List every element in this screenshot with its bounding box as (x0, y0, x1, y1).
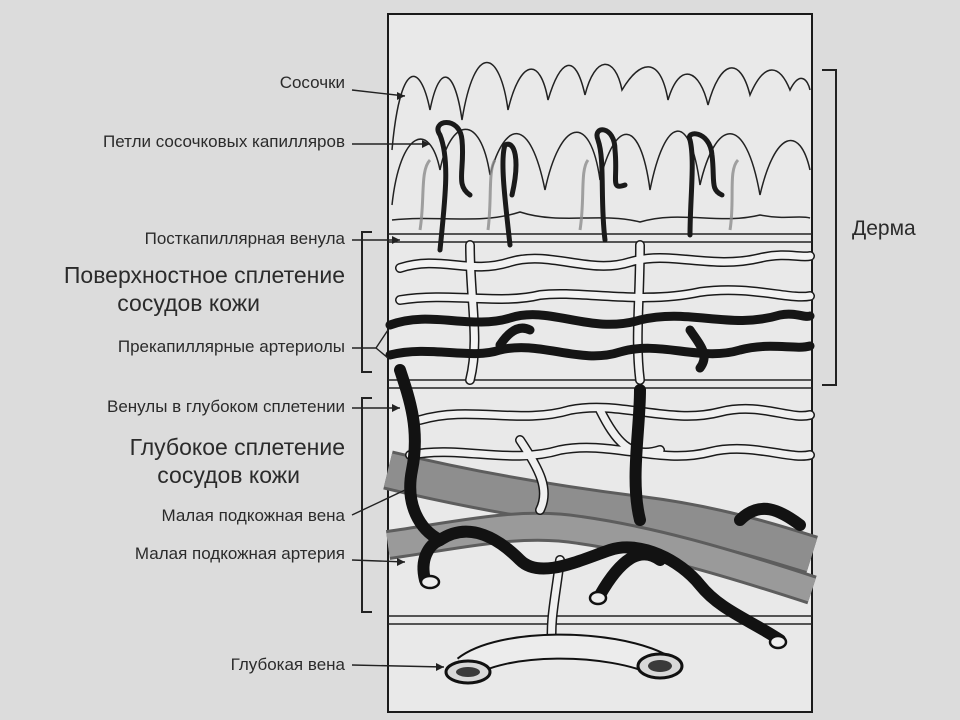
capillary-loops (435, 120, 725, 253)
superficial-plexus-arteries (385, 309, 815, 373)
label-deep-plexus-line1: Глубокое сплетение (129, 434, 345, 460)
vessel-cut-ends (419, 574, 788, 650)
layer-lines (388, 233, 812, 625)
left-brackets (361, 231, 372, 613)
dermis-bracket (822, 69, 837, 386)
label-capillary-loops: Петли сосочковых капилляров (103, 132, 345, 151)
deep-plexus-arteries (394, 364, 806, 646)
deep-vein (444, 633, 684, 685)
label-precapillary-arterioles: Прекапиллярные артериолы (117, 337, 345, 356)
label-postcapillary-venule: Посткапиллярная венула (144, 229, 345, 248)
capillary-loops-faint (418, 158, 740, 231)
label-deep-plexus-venules: Венулы в глубоком сплетении (107, 397, 345, 416)
label-superficial-plexus-line1: Поверхностное сплетение (63, 262, 345, 288)
label-small-saphenous-vein: Малая подкожная вена (161, 506, 346, 525)
label-papillae: Сосочки (279, 73, 345, 92)
diagram-frame (387, 13, 813, 713)
label-small-saphenous-artery: Малая подкожная артерия (134, 544, 345, 563)
label-deep-vein: Глубокая вена (230, 655, 345, 674)
label-dermis: Дерма (852, 217, 916, 240)
label-deep-plexus-line2: сосудов кожи (157, 462, 300, 488)
label-superficial-plexus-line2: сосудов кожи (117, 290, 260, 316)
leader-arrowheads (392, 92, 444, 671)
